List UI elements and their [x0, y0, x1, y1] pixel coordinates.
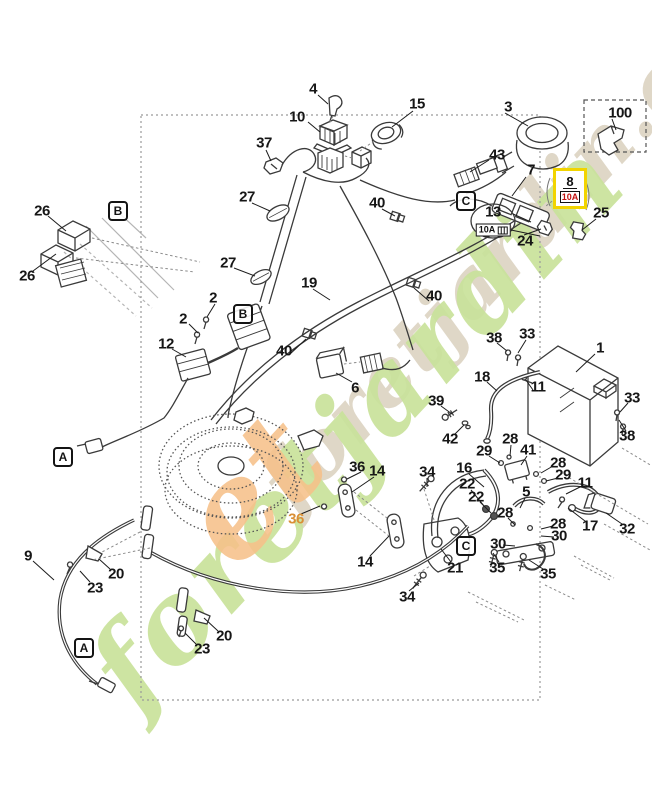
part-label-4[interactable]: 4: [309, 80, 317, 98]
part-label-40[interactable]: 40: [426, 287, 442, 305]
part-label-100[interactable]: 100: [608, 104, 632, 122]
parts-drawing: [40, 95, 627, 694]
part-label-29[interactable]: 29: [555, 466, 571, 484]
ref-marker-A: A: [53, 447, 73, 467]
part-label-14[interactable]: 14: [369, 462, 385, 480]
part-label-24[interactable]: 24: [517, 232, 533, 250]
part-label-23[interactable]: 23: [87, 579, 103, 597]
ref-marker-B: B: [233, 304, 253, 324]
part-label-21[interactable]: 21: [447, 559, 463, 577]
part-label-1[interactable]: 1: [596, 339, 604, 357]
part-label-30[interactable]: 30: [551, 527, 567, 545]
part-label-28[interactable]: 28: [497, 504, 513, 522]
part-label-39[interactable]: 39: [428, 392, 444, 410]
part-label-28[interactable]: 28: [502, 430, 518, 448]
part-label-14[interactable]: 14: [357, 553, 373, 571]
part-label-3[interactable]: 3: [504, 98, 512, 116]
part-label-12[interactable]: 12: [158, 335, 174, 353]
part-label-40[interactable]: 40: [369, 194, 385, 212]
part-label-33[interactable]: 33: [624, 389, 640, 407]
highlight-part-number: 8: [563, 175, 577, 189]
part-label-41[interactable]: 41: [520, 441, 536, 459]
fuse-icon: [497, 226, 508, 234]
part-label-35[interactable]: 35: [489, 559, 505, 577]
part-label-15[interactable]: 15: [409, 95, 425, 113]
part13-fuse-badge: 10A: [475, 223, 511, 237]
part-label-6[interactable]: 6: [351, 379, 359, 397]
part13-fuse-label: 10A: [478, 224, 496, 235]
ref-marker-C: C: [456, 191, 476, 211]
part-label-7[interactable]: 7: [527, 161, 535, 179]
part-label-27[interactable]: 27: [220, 254, 236, 272]
alignment-dashes: [75, 115, 652, 623]
part-label-19[interactable]: 19: [301, 274, 317, 292]
part-label-25[interactable]: 25: [593, 204, 609, 222]
part-label-23[interactable]: 23: [194, 640, 210, 658]
part-label-28[interactable]: 28: [550, 454, 566, 472]
part-label-13[interactable]: 13: [485, 203, 501, 221]
part-label-11[interactable]: 11: [577, 474, 593, 492]
part-label-26[interactable]: 26: [34, 202, 50, 220]
part-label-36[interactable]: 36: [288, 510, 304, 528]
part-label-20[interactable]: 20: [108, 565, 124, 583]
highlight-fuse-rating: 10A: [559, 190, 581, 203]
part-label-36[interactable]: 36: [349, 458, 365, 476]
part-label-34[interactable]: 34: [419, 463, 435, 481]
part100-box: [583, 99, 647, 153]
part-label-26[interactable]: 26: [19, 267, 35, 285]
part-label-43[interactable]: 43: [489, 146, 505, 164]
part-label-33[interactable]: 33: [519, 325, 535, 343]
part-label-38[interactable]: 38: [486, 329, 502, 347]
part-label-42[interactable]: 42: [442, 430, 458, 448]
part-label-37[interactable]: 37: [256, 134, 272, 152]
part-label-11[interactable]: 11: [530, 378, 546, 396]
part-label-10[interactable]: 10: [289, 108, 305, 126]
part-label-34[interactable]: 34: [399, 588, 415, 606]
part-label-17[interactable]: 17: [582, 517, 598, 535]
part-label-35[interactable]: 35: [540, 565, 556, 583]
part-label-5[interactable]: 5: [522, 483, 530, 501]
part-label-27[interactable]: 27: [239, 188, 255, 206]
part-label-40[interactable]: 40: [276, 342, 292, 360]
part-label-2[interactable]: 2: [179, 310, 187, 328]
ref-marker-A: A: [74, 638, 94, 658]
part-label-9[interactable]: 9: [24, 547, 32, 565]
part-label-22[interactable]: 22: [459, 475, 475, 493]
part-label-30[interactable]: 30: [490, 535, 506, 553]
part-label-2[interactable]: 2: [209, 289, 217, 307]
ref-marker-C: C: [456, 536, 476, 556]
ref-marker-B: B: [108, 201, 128, 221]
part-label-29[interactable]: 29: [476, 442, 492, 460]
part-label-22[interactable]: 22: [468, 488, 484, 506]
part-label-28[interactable]: 28: [550, 515, 566, 533]
highlight-callout-part8[interactable]: 8 10A: [553, 168, 587, 209]
part-label-18[interactable]: 18: [474, 368, 490, 386]
part-label-38[interactable]: 38: [619, 427, 635, 445]
part-label-16[interactable]: 16: [456, 459, 472, 477]
leader-lines: [32, 94, 629, 645]
part-label-20[interactable]: 20: [216, 627, 232, 645]
part-label-32[interactable]: 32: [619, 520, 635, 538]
